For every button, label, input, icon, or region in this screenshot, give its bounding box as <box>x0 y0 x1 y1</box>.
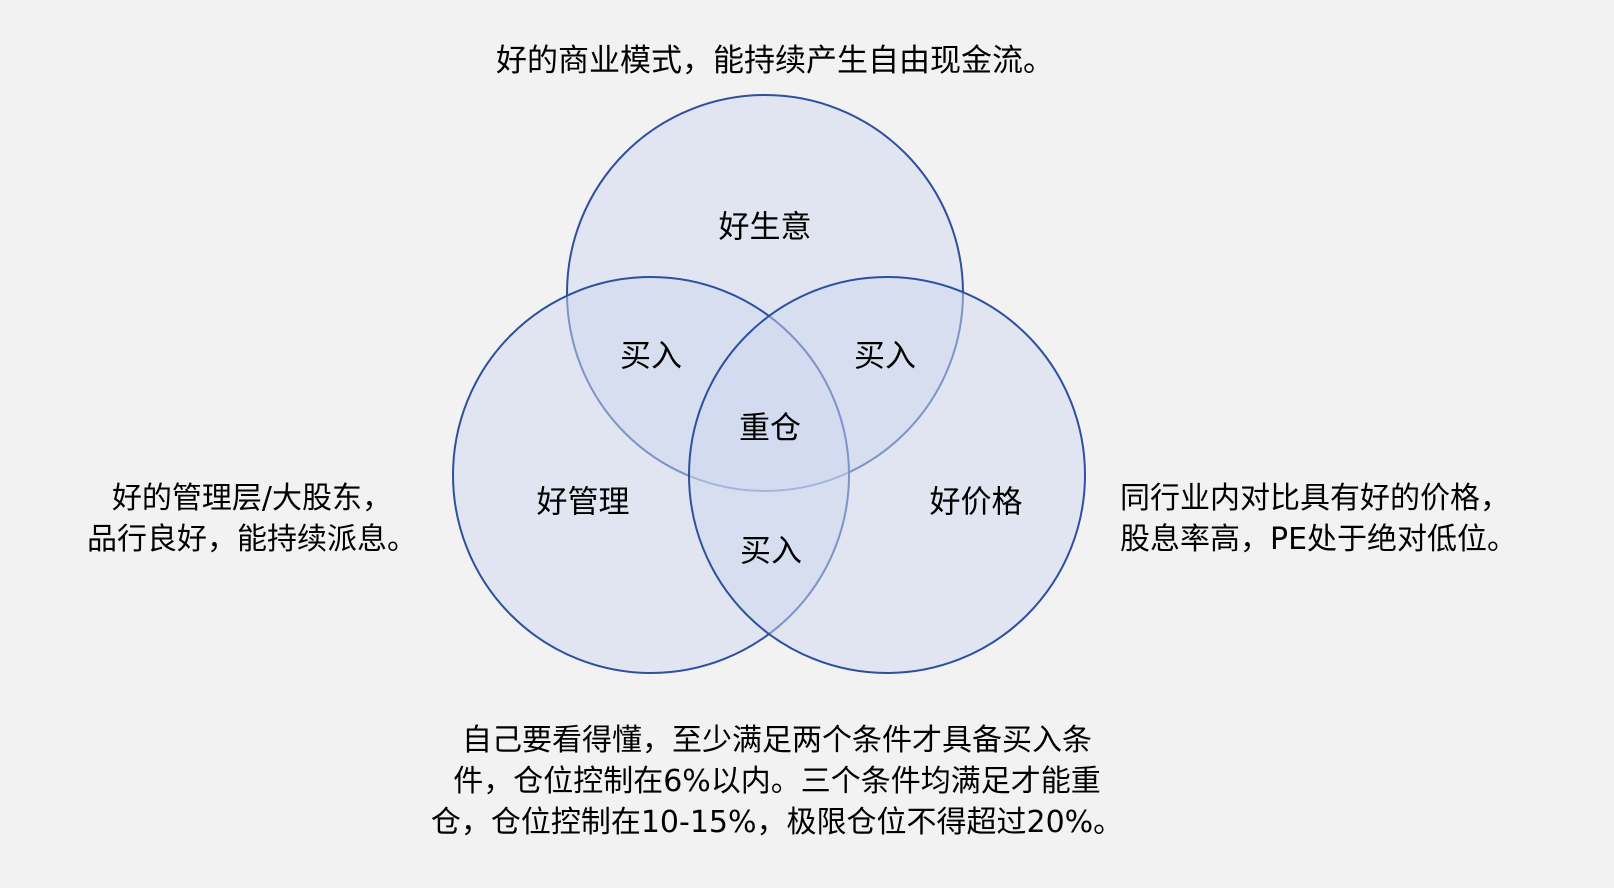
label-buy-management-price: 买入 <box>740 533 802 570</box>
right-note-line: 同行业内对比具有好的价格， <box>1120 481 1510 516</box>
label-buy-business-price: 买入 <box>854 338 916 375</box>
left-note: 好的管理层/大股东， 品行良好，能持续派息。 <box>87 478 417 560</box>
right-note: 同行业内对比具有好的价格， 股息率高，PE处于绝对低位。 <box>1120 478 1517 560</box>
bottom-note-line: 自己要看得懂，至少满足两个条件才具备买入条 <box>461 723 1092 758</box>
label-good-business: 好生意 <box>718 209 812 246</box>
left-note-line: 好的管理层/大股东， <box>111 481 393 516</box>
bottom-note-line: 仓，仓位控制在10-15%，极限仓位不得超过20%。 <box>430 805 1124 840</box>
title: 好的商业模式，能持续产生自由现金流。 <box>496 43 1054 79</box>
circle-good-price <box>688 276 1086 674</box>
label-good-price: 好价格 <box>929 484 1023 521</box>
bottom-note: 自己要看得懂，至少满足两个条件才具备买入条 件，仓位控制在6%以内。三个条件均满… <box>431 720 1123 843</box>
label-center: 重仓 <box>739 410 801 447</box>
left-note-line: 品行良好，能持续派息。 <box>87 522 417 557</box>
bottom-note-line: 件，仓位控制在6%以内。三个条件均满足才能重 <box>453 764 1101 799</box>
label-good-management: 好管理 <box>536 484 630 521</box>
right-note-line: 股息率高，PE处于绝对低位。 <box>1120 522 1518 557</box>
label-buy-business-management: 买入 <box>620 338 682 375</box>
